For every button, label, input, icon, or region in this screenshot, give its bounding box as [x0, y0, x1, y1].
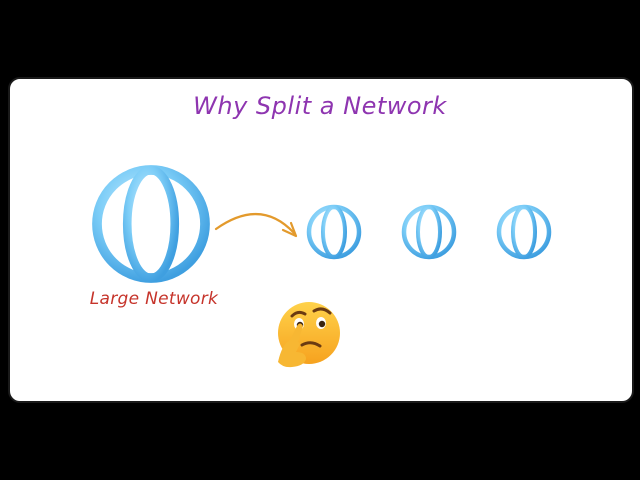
- curved-arrow-icon: [214, 213, 298, 238]
- diagram-title: Why Split a Network: [193, 92, 447, 120]
- small-network-globe-icon-1: [309, 207, 359, 257]
- letterbox-top: [0, 0, 640, 72]
- small-network-globe-icon-3: [499, 207, 549, 257]
- letterbox-bottom: [0, 408, 640, 480]
- large-network-globe-icon: [97, 170, 205, 278]
- thinking-face-icon: [278, 302, 340, 368]
- small-network-globe-icon-2: [404, 207, 454, 257]
- large-network-label: Large Network: [89, 289, 219, 309]
